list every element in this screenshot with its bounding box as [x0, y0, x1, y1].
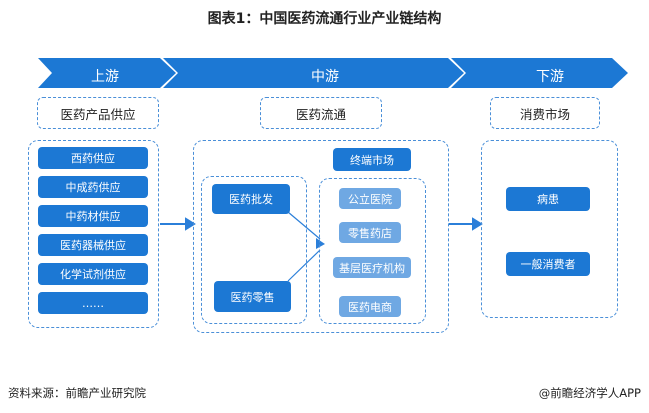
terminal-market-header: 终端市场 — [333, 148, 411, 171]
stage-label-midstream: 中游 — [311, 69, 339, 85]
terminal-item: 零售药店 — [339, 222, 401, 243]
terminal-item: 医药电商 — [339, 296, 401, 317]
upstream-item: 西药供应 — [38, 147, 148, 169]
upstream-container — [28, 140, 159, 328]
stage-label-upstream: 上游 — [91, 69, 119, 85]
upstream-item: 医药器械供应 — [38, 234, 148, 256]
upstream-header: 医药产品供应 — [37, 97, 159, 129]
diagram-title: 图表1：中国医药流通行业产业链结构 — [207, 11, 442, 27]
wholesale-box: 医药批发 — [212, 184, 290, 214]
source-note: 资料来源：前瞻产业研究院 — [8, 386, 146, 400]
distribution-group — [201, 176, 307, 324]
brand-credit: @前瞻经济学人APP — [538, 386, 641, 400]
downstream-header: 消费市场 — [490, 97, 600, 129]
upstream-item: 化学试剂供应 — [38, 263, 148, 285]
terminal-item: 公立医院 — [339, 188, 401, 209]
upstream-item: 中成药供应 — [38, 176, 148, 198]
upstream-item: …… — [38, 292, 148, 314]
arrow-midstream-to-downstream — [449, 217, 483, 231]
upstream-item: 中药材供应 — [38, 205, 148, 227]
retail-box: 医药零售 — [214, 281, 291, 312]
downstream-item: 病患 — [506, 187, 590, 211]
stage-label-downstream: 下游 — [536, 69, 564, 85]
terminal-market-group — [319, 178, 426, 324]
arrow-upstream-to-midstream — [160, 217, 196, 231]
downstream-container — [481, 140, 618, 318]
downstream-item: 一般消费者 — [506, 252, 590, 276]
terminal-item: 基层医疗机构 — [333, 257, 411, 278]
midstream-header: 医药流通 — [260, 97, 382, 129]
midstream-container — [193, 140, 449, 333]
